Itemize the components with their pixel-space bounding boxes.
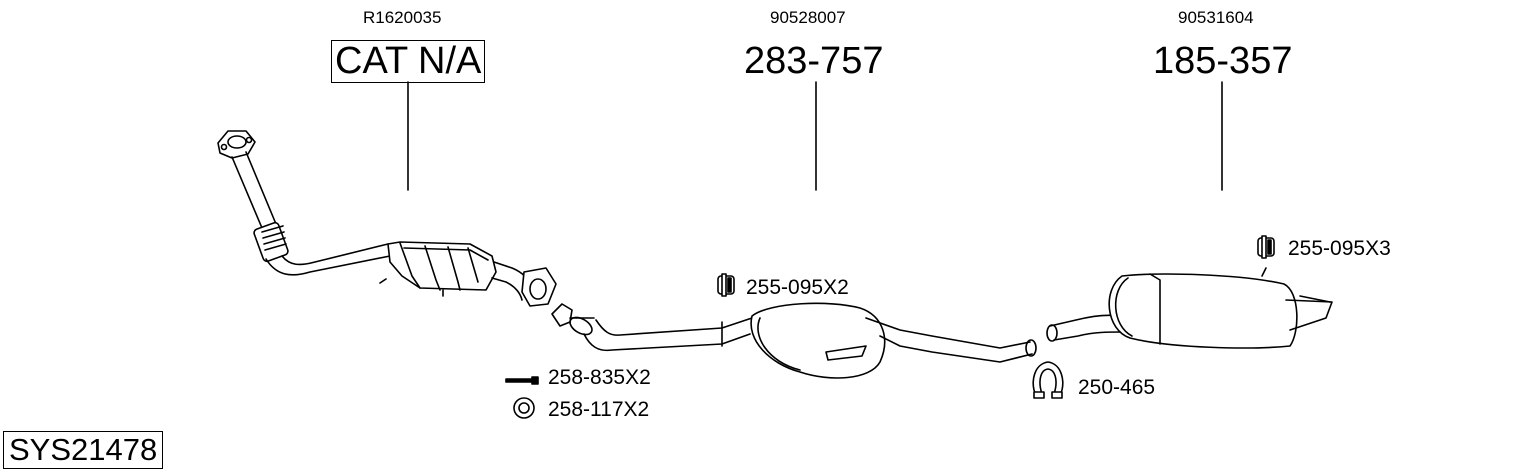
accessory-label-bolt: 258-835X2 bbox=[548, 366, 651, 389]
oem-number-middle-silencer: 90528007 bbox=[770, 8, 846, 27]
part-number-middle-silencer: 283-757 bbox=[744, 40, 884, 82]
catalytic-converter-front-pipe bbox=[217, 130, 557, 307]
accessory-label-hanger-middle: 255-095X2 bbox=[746, 276, 849, 299]
ring-gasket-icon bbox=[513, 397, 535, 419]
rubber-hanger-icon bbox=[717, 273, 735, 297]
part-number-rear-silencer: 185-357 bbox=[1153, 40, 1293, 82]
bolt-icon bbox=[505, 376, 539, 385]
clamp-icon bbox=[1032, 361, 1064, 399]
oem-number-catalyst: R1620035 bbox=[363, 8, 442, 27]
part-number-catalyst: CAT N/A bbox=[331, 40, 486, 83]
rear-silencer bbox=[1046, 267, 1333, 349]
accessory-label-gasket: 258-117X2 bbox=[548, 398, 650, 421]
oem-number-rear-silencer: 90531604 bbox=[1178, 8, 1254, 27]
system-code: SYS21478 bbox=[3, 431, 164, 469]
accessory-label-hanger-rear: 255-095X3 bbox=[1288, 237, 1391, 260]
rubber-hanger-icon bbox=[1257, 235, 1275, 259]
middle-silencer-pipe bbox=[551, 302, 1037, 379]
accessory-label-clamp: 250-465 bbox=[1078, 376, 1156, 399]
